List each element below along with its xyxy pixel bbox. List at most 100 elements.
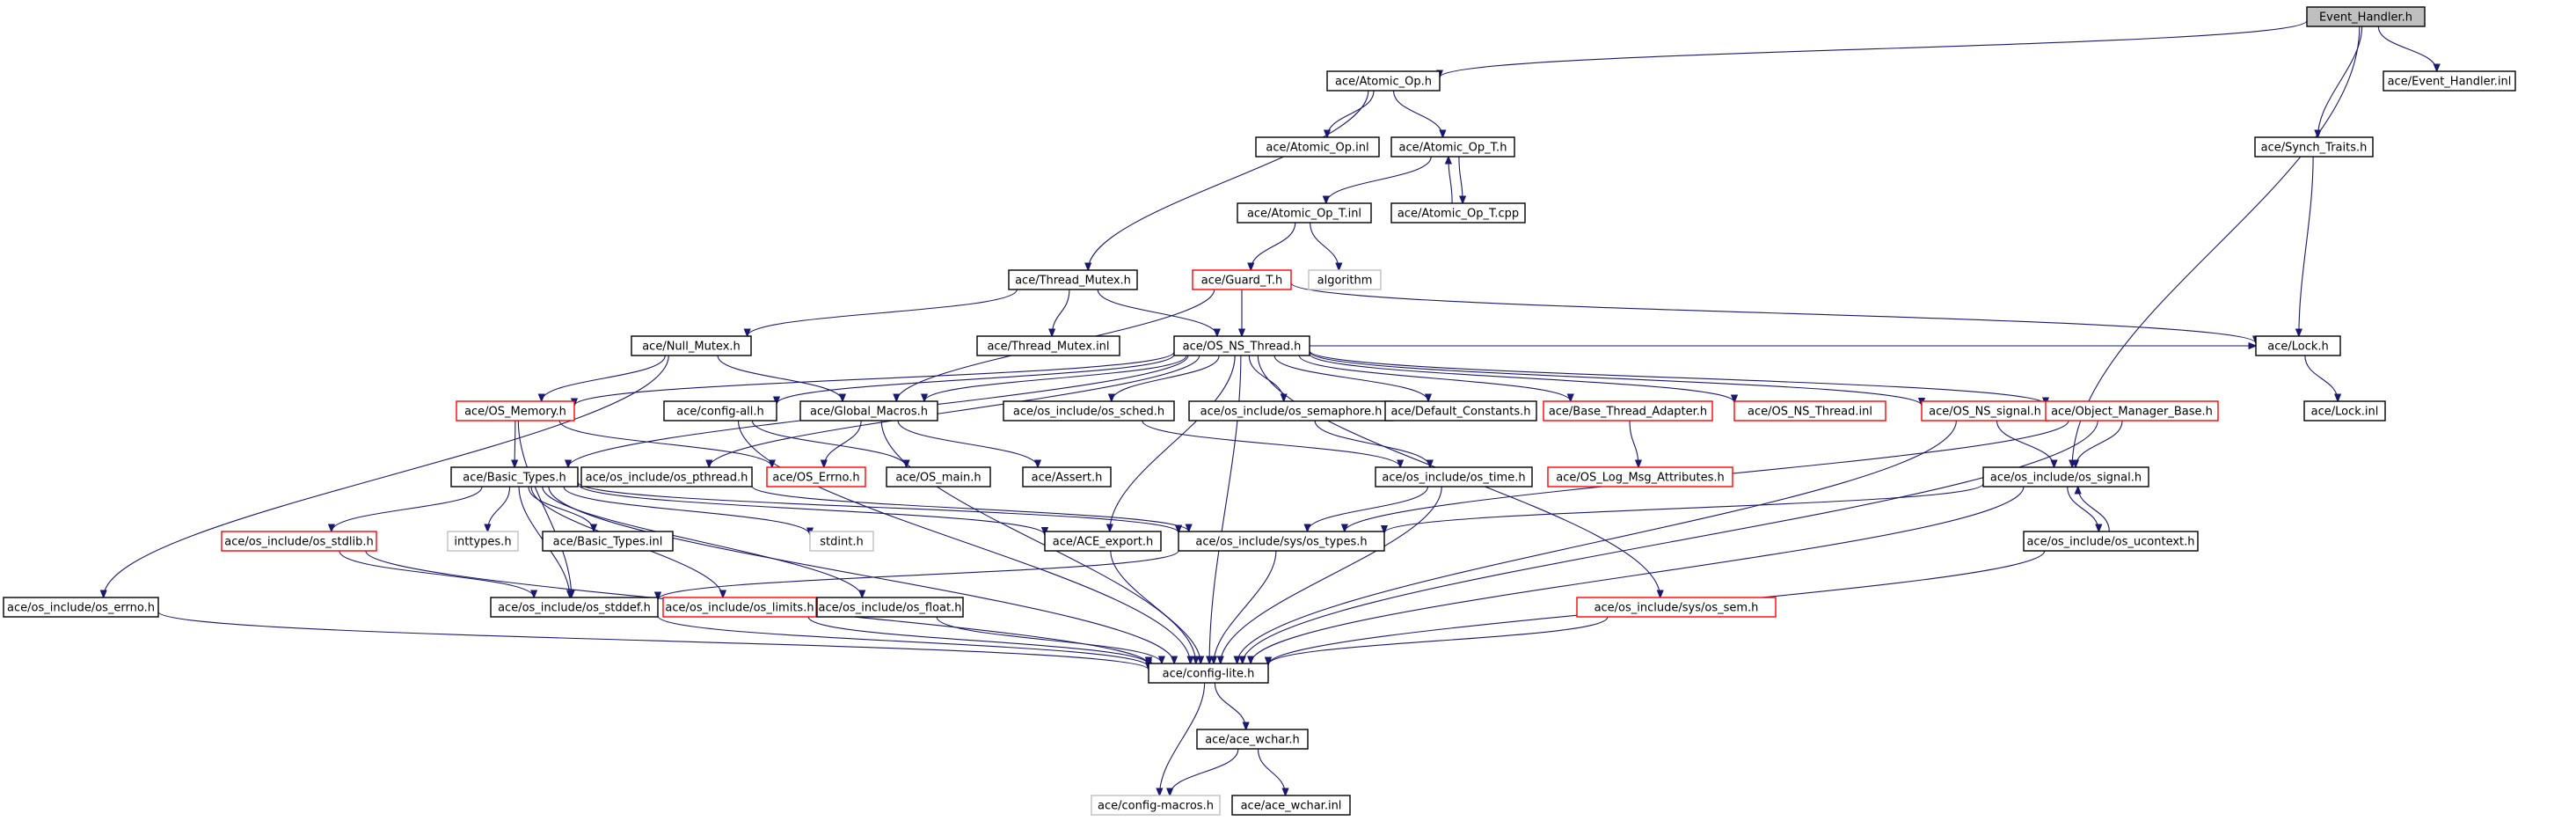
node-box (1390, 202, 1526, 224)
node-os-ns-signal-h[interactable]: ace/OS_NS_signal.h (1921, 400, 2049, 421)
node-os-float-h[interactable]: ace/os_include/os_float.h (816, 597, 964, 618)
node-box (1543, 400, 1713, 421)
node-os-include-os-errno-h[interactable]: ace/os_include/os_errno.h (3, 597, 159, 618)
node-os-ns-thread-h[interactable]: ace/OS_NS_Thread.h (1173, 335, 1310, 356)
edge-config-all-h-to-config-lite-h (737, 420, 1190, 663)
edge-os-time-h-to-sys-os-types-h (1308, 486, 1429, 531)
node-os-time-h[interactable]: ace/os_include/os_time.h (1375, 466, 1533, 487)
node-os-memory-h[interactable]: ace/OS_Memory.h (456, 400, 575, 421)
node-null-mutex-h[interactable]: ace/Null_Mutex.h (631, 335, 752, 356)
edge-os-ns-thread-h-to-os-memory-h (574, 351, 1175, 406)
node-box (2303, 400, 2386, 421)
node-global-macros-h[interactable]: ace/Global_Macros.h (799, 400, 938, 421)
node-synch-traits-h[interactable]: ace/Synch_Traits.h (2254, 136, 2374, 158)
node-os-ns-thread-inl[interactable]: ace/OS_NS_Thread.inl (1733, 400, 1886, 421)
edge-ace-export-h-to-config-lite-h (1110, 550, 1200, 663)
node-ace-wchar-h[interactable]: ace/ace_wchar.h (1196, 729, 1309, 750)
node-os-limits-h[interactable]: ace/os_include/os_limits.h (662, 597, 817, 618)
node-event-handler-inl[interactable]: ace/Event_Handler.inl (2383, 70, 2516, 92)
node-atomic-op-t-cpp[interactable]: ace/Atomic_Op_T.cpp (1390, 202, 1526, 224)
node-label: ace/ACE_export.h (1053, 536, 1153, 549)
edge-os-ns-thread-h-to-base-thread-adapter-h (1298, 355, 1570, 401)
node-label: algorithm (1317, 275, 1373, 288)
node-label: ace/Atomic_Op.inl (1266, 142, 1368, 155)
node-box (1255, 136, 1380, 158)
node-label: ace/config-macros.h (1098, 800, 1214, 813)
node-event-handler-h: Event_Handler.h (2306, 6, 2426, 27)
node-os-stddef-h[interactable]: ace/os_include/os_stddef.h (490, 597, 659, 618)
node-os-pthread-h[interactable]: ace/os_include/os_pthread.h (580, 466, 753, 487)
node-box (1326, 70, 1441, 92)
edge-event-handler-h-to-event-handler-inl (2377, 26, 2436, 71)
node-box (580, 466, 753, 487)
node-ace-export-h[interactable]: ace/ACE_export.h (1044, 531, 1162, 552)
node-box (1547, 466, 1733, 487)
edge-os-ns-thread-h-to-config-lite-h (1209, 355, 1242, 663)
node-box (662, 597, 817, 618)
edge-os-ns-thread-h-to-os-pthread-h (709, 355, 1200, 467)
edge-atomic-op-t-cpp-to-atomic-op-t-h (1449, 157, 1453, 204)
node-label: ace/Atomic_Op_T.cpp (1397, 208, 1519, 221)
node-box (1231, 795, 1351, 816)
node-assert-h[interactable]: ace/Assert.h (1022, 466, 1112, 487)
node-label: Event_Handler.h (2319, 11, 2412, 25)
node-os-errno-h[interactable]: ace/OS_Errno.h (766, 466, 866, 487)
node-box (2045, 400, 2219, 421)
node-label: ace/os_include/sys/os_sem.h (1594, 602, 1759, 615)
node-box (490, 597, 659, 618)
node-label: ace/OS_NS_Thread.h (1183, 341, 1302, 354)
node-lock-h[interactable]: ace/Lock.h (2255, 335, 2341, 356)
node-basic-types-inl[interactable]: ace/Basic_Types.inl (542, 531, 674, 552)
node-base-thread-adapter-h[interactable]: ace/Base_Thread_Adapter.h (1543, 400, 1713, 421)
node-sys-os-sem-h[interactable]: ace/os_include/sys/os_sem.h (1576, 597, 1777, 618)
edge-atomic-op-t-h-to-atomic-op-t-inl (1326, 156, 1432, 203)
node-atomic-op-inl[interactable]: ace/Atomic_Op.inl (1255, 136, 1380, 158)
node-box (1308, 269, 1382, 290)
node-config-all-h[interactable]: ace/config-all.h (663, 400, 777, 421)
node-box (1237, 202, 1372, 224)
node-label: ace/OS_Log_Msg_Attributes.h (1556, 472, 1724, 485)
node-os-stdlib-h[interactable]: ace/os_include/os_stdlib.h (221, 531, 377, 552)
node-thread-mutex-h[interactable]: ace/Thread_Mutex.h (1008, 269, 1138, 290)
edge-os-ns-signal-h-to-config-lite-h (1237, 420, 1957, 663)
node-os-sched-h[interactable]: ace/os_include/os_sched.h (1003, 400, 1175, 421)
node-basic-types-h[interactable]: ace/Basic_Types.h (450, 466, 579, 487)
node-os-main-h[interactable]: ace/OS_main.h (886, 466, 991, 487)
edge-os-pthread-h-to-sys-os-types-h (751, 485, 1189, 531)
node-label: ace/Basic_Types.h (463, 472, 566, 485)
edge-sys-os-types-h-to-config-lite-h (1214, 550, 1277, 663)
node-os-ucontext-h[interactable]: ace/os_include/os_ucontext.h (2023, 531, 2199, 552)
node-lock-inl[interactable]: ace/Lock.inl (2303, 400, 2386, 421)
edge-os-memory-h-to-basic-types-h (514, 420, 515, 467)
edge-os-ns-thread-h-to-os-semaphore-h (1248, 355, 1283, 401)
node-guard-t-h[interactable]: ace/Guard_T.h (1192, 269, 1292, 290)
node-sys-os-types-h[interactable]: ace/os_include/sys/os_types.h (1178, 531, 1385, 552)
node-box (221, 531, 377, 552)
edge-os-ns-thread-h-to-config-all-h (777, 354, 1175, 404)
node-label: ace/Null_Mutex.h (642, 341, 741, 354)
node-os-semaphore-h[interactable]: ace/os_include/os_semaphore.h (1188, 400, 1394, 421)
node-atomic-op-t-inl[interactable]: ace/Atomic_Op_T.inl (1237, 202, 1372, 224)
node-default-constants-h[interactable]: ace/Default_Constants.h (1384, 400, 1537, 421)
edge-basic-types-h-to-sys-os-types-h (577, 481, 1179, 532)
node-box (1091, 795, 1221, 816)
node-thread-mutex-inl[interactable]: ace/Thread_Mutex.inl (976, 335, 1120, 356)
node-ace-wchar-inl[interactable]: ace/ace_wchar.inl (1231, 795, 1351, 816)
node-label: ace/Default_Constants.h (1390, 406, 1530, 419)
node-config-lite-h[interactable]: ace/config-lite.h (1148, 663, 1269, 684)
node-object-manager-base-h[interactable]: ace/Object_Manager_Base.h (2045, 400, 2219, 421)
edge-sys-os-sem-h-to-config-lite-h (1268, 616, 1609, 664)
node-label: ace/Lock.h (2267, 341, 2329, 354)
edge-null-mutex-h-to-global-macros-h (717, 355, 843, 401)
node-label: ace/OS_Errno.h (772, 472, 859, 485)
edge-os-include-os-errno-h-to-config-lite-h (157, 611, 1149, 670)
node-box (1390, 136, 1515, 158)
node-atomic-op-h[interactable]: ace/Atomic_Op.h (1326, 70, 1441, 92)
node-os-signal-h[interactable]: ace/os_include/os_signal.h (1982, 466, 2149, 487)
node-os-log-msg-attributes-h[interactable]: ace/OS_Log_Msg_Attributes.h (1547, 466, 1733, 487)
node-label: ace/os_include/os_stddef.h (498, 602, 651, 615)
edge-os-float-h-to-config-lite-h (936, 616, 1162, 663)
node-label: ace/Thread_Mutex.h (1015, 275, 1131, 288)
edge-os-signal-h-to-config-lite-h (1251, 486, 2025, 663)
node-atomic-op-t-h[interactable]: ace/Atomic_Op_T.h (1390, 136, 1515, 158)
